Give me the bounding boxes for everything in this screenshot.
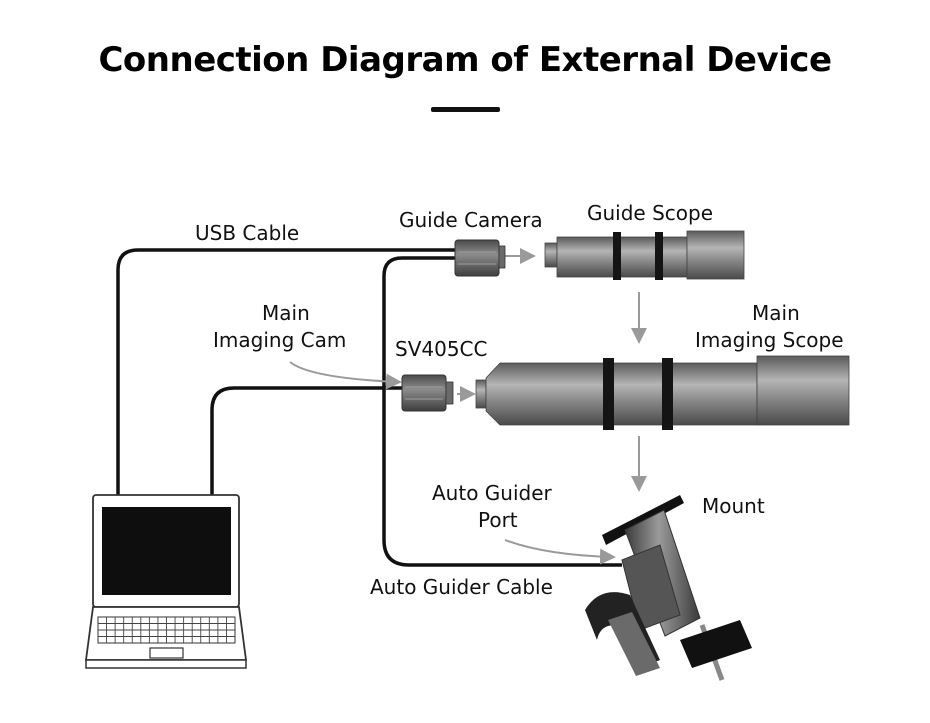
label-auto-guider-port-1: Auto Guider <box>432 481 553 505</box>
page-title: Connection Diagram of External Device <box>98 40 832 80</box>
usb-cable-main <box>210 386 402 495</box>
main-imaging-camera <box>401 374 454 412</box>
mount <box>585 495 752 681</box>
label-guide-scope: Guide Scope <box>587 201 713 225</box>
label-auto-guider-port-2: Port <box>478 508 518 532</box>
cables <box>116 248 622 567</box>
usb-cable-guide <box>116 248 455 495</box>
guide-scope <box>544 230 745 280</box>
title-underline <box>431 107 500 112</box>
main-imaging-scope <box>475 355 850 430</box>
laptop <box>84 494 248 669</box>
arrows <box>289 248 647 565</box>
label-main-imaging-cam-1: Main <box>262 301 310 325</box>
auto-guider-cable <box>382 256 622 567</box>
label-main-imaging-scope-2: Imaging Scope <box>695 328 844 352</box>
label-mount: Mount <box>702 494 765 518</box>
label-guide-camera: Guide Camera <box>399 208 543 232</box>
label-usb-cable: USB Cable <box>195 221 299 245</box>
arrow-label-main-cam <box>289 361 402 390</box>
guide-camera <box>454 239 506 277</box>
label-auto-guider-cable: Auto Guider Cable <box>370 575 553 599</box>
arrow-label-auto-guider-port <box>504 539 616 565</box>
label-camera-model: SV405CC <box>395 337 487 361</box>
label-main-imaging-cam-2: Imaging Cam <box>213 328 346 352</box>
label-main-imaging-scope-1: Main <box>752 301 800 325</box>
laptop-keyboard <box>97 616 236 644</box>
